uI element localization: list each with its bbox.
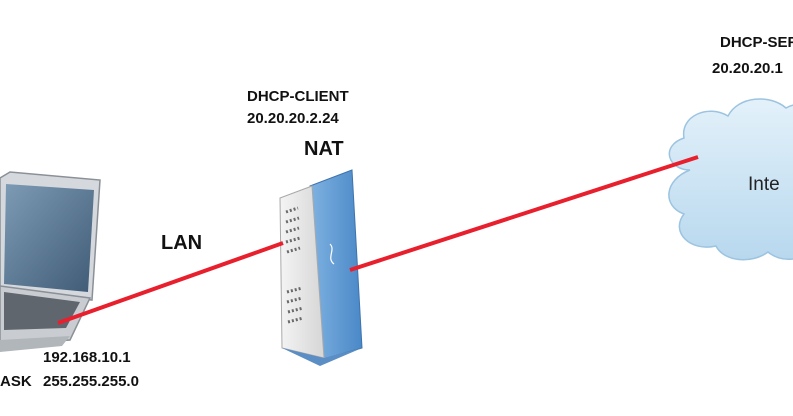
lan-link-line — [57, 241, 284, 325]
router-ip-label: 20.20.20.2.24 — [247, 110, 339, 127]
lan-mask-label: 255.255.255.0 — [43, 373, 139, 390]
mask-label: ASK — [0, 373, 32, 390]
internet-label: Inte — [748, 174, 780, 195]
lan-label: LAN — [161, 232, 203, 254]
internet-cloud-icon — [668, 98, 793, 261]
server-ip-label: 20.20.20.1 — [712, 60, 783, 77]
nat-label: NAT — [304, 138, 344, 160]
lan-ip-label: 192.168.10.1 — [43, 349, 131, 366]
laptop-icon — [0, 171, 101, 352]
router-role-label: DHCP-CLIENT — [247, 88, 349, 105]
router-icon — [279, 169, 363, 366]
wan-link-line — [349, 155, 699, 272]
server-role-label: DHCP-SER — [720, 34, 793, 51]
